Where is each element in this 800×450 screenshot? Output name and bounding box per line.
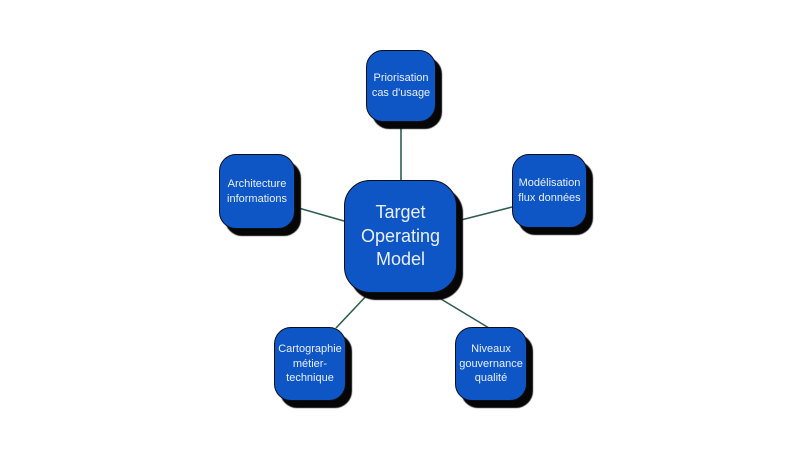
connector-bottom-left [335,292,370,329]
node-modelisation-flux-donnees: Modélisation flux données [512,154,587,228]
connector-right [456,206,513,222]
connector-left [294,206,345,222]
node-cartographie-metier-technique: Cartographie métier- technique [274,327,346,401]
node-architecture-informations: Architecture informations [219,154,295,229]
node-target-operating-model: Target Operating Model [344,180,457,293]
node-priorisation-cas-usage: Priorisation cas d'usage [366,50,436,122]
node-niveaux-gouvernance-qualite: Niveaux gouvernance qualité [455,327,527,401]
connector-bottom-right [430,292,490,329]
